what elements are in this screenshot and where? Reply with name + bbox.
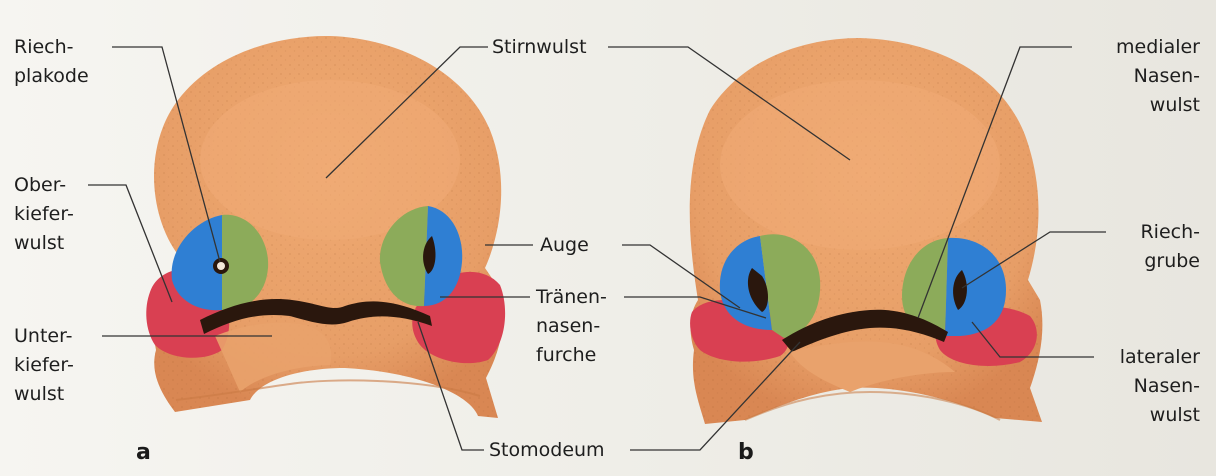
label-lateraler-nasenwulst: lateraler Nasen- wulst (1096, 343, 1200, 430)
panel-letter-a: a (136, 440, 151, 465)
label-traenennasenfurche: Tränen- nasen- furche (536, 283, 607, 370)
forehead-highlight-b (720, 80, 1000, 250)
label-riechplakode: Riech- plakode (14, 33, 89, 91)
label-stomodeum: Stomodeum (489, 436, 605, 465)
embryo-b (690, 38, 1043, 424)
label-oberkieferwulst: Ober- kiefer- wulst (14, 171, 74, 258)
label-riechgrube: Riech- grube (1110, 218, 1200, 276)
label-auge: Auge (540, 231, 589, 260)
label-medialer-nasenwulst: medialer Nasen- wulst (1076, 33, 1200, 120)
embryo-a (146, 36, 505, 418)
label-unterkieferwulst: Unter- kiefer- wulst (14, 322, 74, 409)
label-stirnwulst: Stirnwulst (492, 33, 587, 62)
panel-letter-b: b (738, 440, 754, 465)
